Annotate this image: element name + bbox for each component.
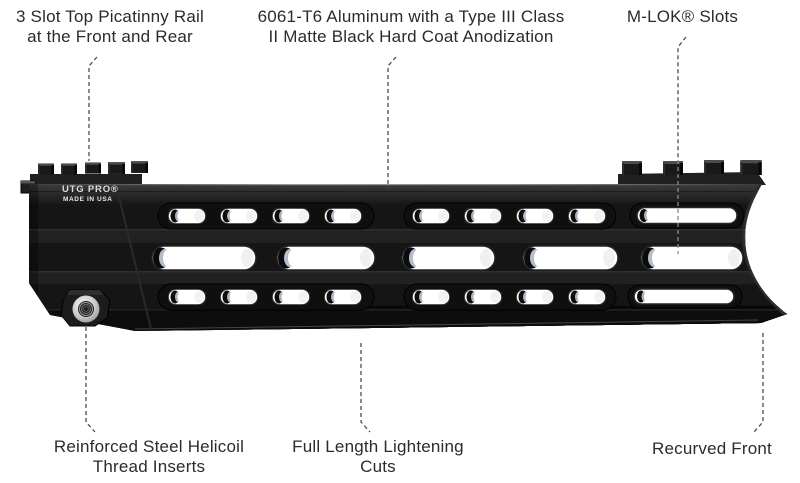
label-line: Recurved Front <box>652 439 772 458</box>
label-line: at the Front and Rear <box>27 27 193 46</box>
callout-line-mlok <box>677 36 687 160</box>
label-line: Full Length Lightening <box>292 437 464 456</box>
upper-lightening-cuts <box>157 202 745 230</box>
label-line: II Matte Black Hard Coat Anodization <box>268 27 554 46</box>
callout-label-helicoil: Reinforced Steel Helicoil Thread Inserts <box>40 437 258 477</box>
callout-line-recurved <box>753 333 764 433</box>
front-picatinny-rail <box>618 160 766 185</box>
rear-picatinny-rail <box>30 161 148 185</box>
label-line: 3 Slot Top Picatinny Rail <box>15 7 204 26</box>
made-in-usa-text: MADE IN USA <box>63 196 113 203</box>
label-line: 6061-T6 Aluminum with a Type III Class <box>257 7 565 26</box>
callout-label-picatinny-rail: 3 Slot Top Picatinny Rail at the Front a… <box>0 7 220 47</box>
callout-label-lightening-cuts: Full Length Lightening Cuts <box>268 437 488 477</box>
handguard: UTG PRO® MADE IN USA <box>20 160 787 331</box>
callout-lines <box>85 36 764 433</box>
label-line: Reinforced Steel Helicoil <box>53 437 245 456</box>
label-line: Thread Inserts <box>92 457 206 476</box>
lower-lightening-cuts <box>157 283 743 311</box>
brand-logo-text: UTG PRO® <box>62 184 119 195</box>
callout-line-lightening <box>360 343 371 433</box>
callout-line-aluminum <box>387 56 397 188</box>
callout-label-mlok-slots: M-LOK® Slots <box>605 7 760 27</box>
label-line: M-LOK® Slots <box>626 7 739 26</box>
helicoil-thread-insert <box>60 289 111 327</box>
mlok-slots <box>151 245 744 271</box>
callout-line-picatinny <box>88 56 98 161</box>
label-line: Cuts <box>360 457 396 476</box>
callout-line-helicoil <box>85 327 96 433</box>
callout-label-recurved-front: Recurved Front <box>618 439 800 459</box>
callout-label-aluminum: 6061-T6 Aluminum with a Type III Class I… <box>250 7 572 47</box>
